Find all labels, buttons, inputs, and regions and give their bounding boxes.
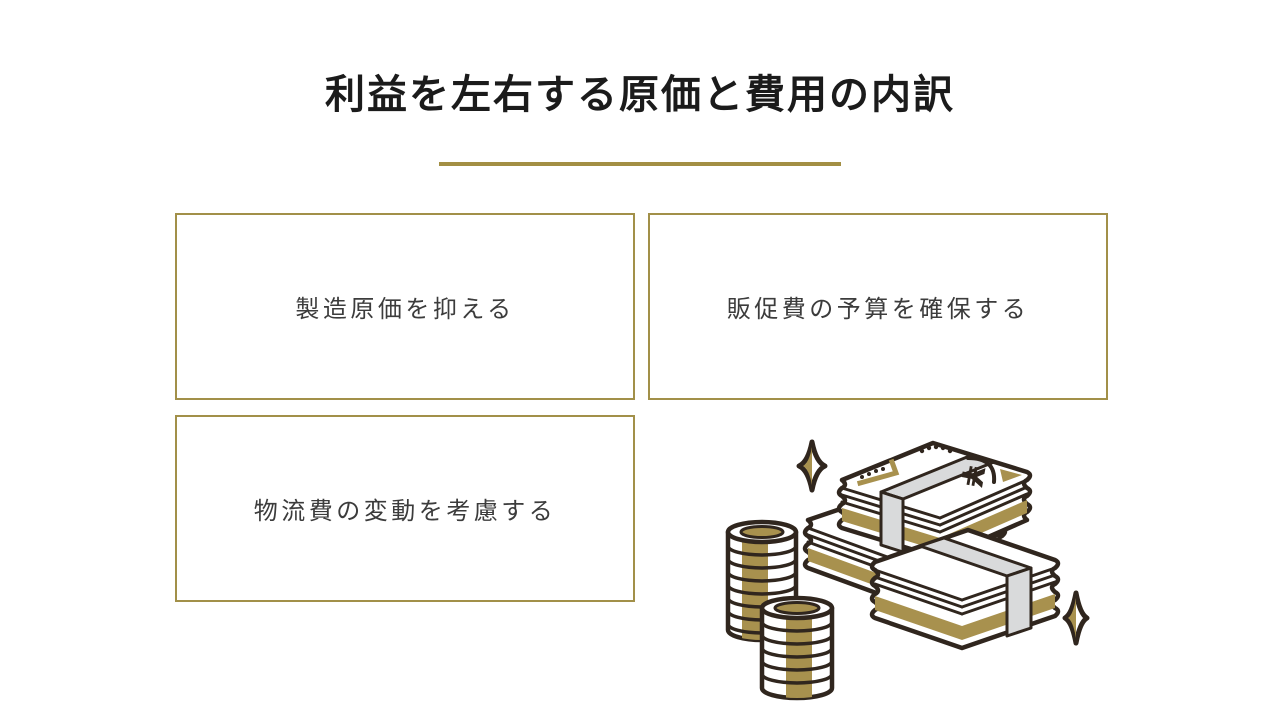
sparkle-top-icon — [796, 439, 828, 493]
title-underline — [439, 162, 841, 166]
sparkle-bottom-icon — [1062, 590, 1090, 646]
money-illustration: ¥ — [725, 439, 1090, 701]
item-label-promotion-budget: 販促費の予算を確保する — [726, 296, 1030, 323]
coin-stack-front — [759, 595, 835, 701]
item-label-logistics-cost: 物流費の変動を考慮する — [253, 498, 557, 525]
money-bundle-front — [869, 527, 1061, 651]
item-box-logistics-cost: 物流費の変動を考慮する — [175, 415, 635, 602]
paper-strap-front-bundle — [918, 536, 1033, 638]
paper-strap-top-bundle — [879, 453, 996, 554]
slide-title: 利益を左右する原価と費用の内訳 — [325, 73, 955, 117]
item-label-manufacturing-cost: 製造原価を抑える — [295, 296, 515, 323]
banknote-print-details: ¥ — [856, 444, 1022, 489]
money-bundle-top: ¥ — [836, 440, 1033, 561]
item-box-manufacturing-cost: 製造原価を抑える — [175, 213, 635, 400]
item-box-promotion-budget: 販促費の予算を確保する — [648, 213, 1108, 400]
